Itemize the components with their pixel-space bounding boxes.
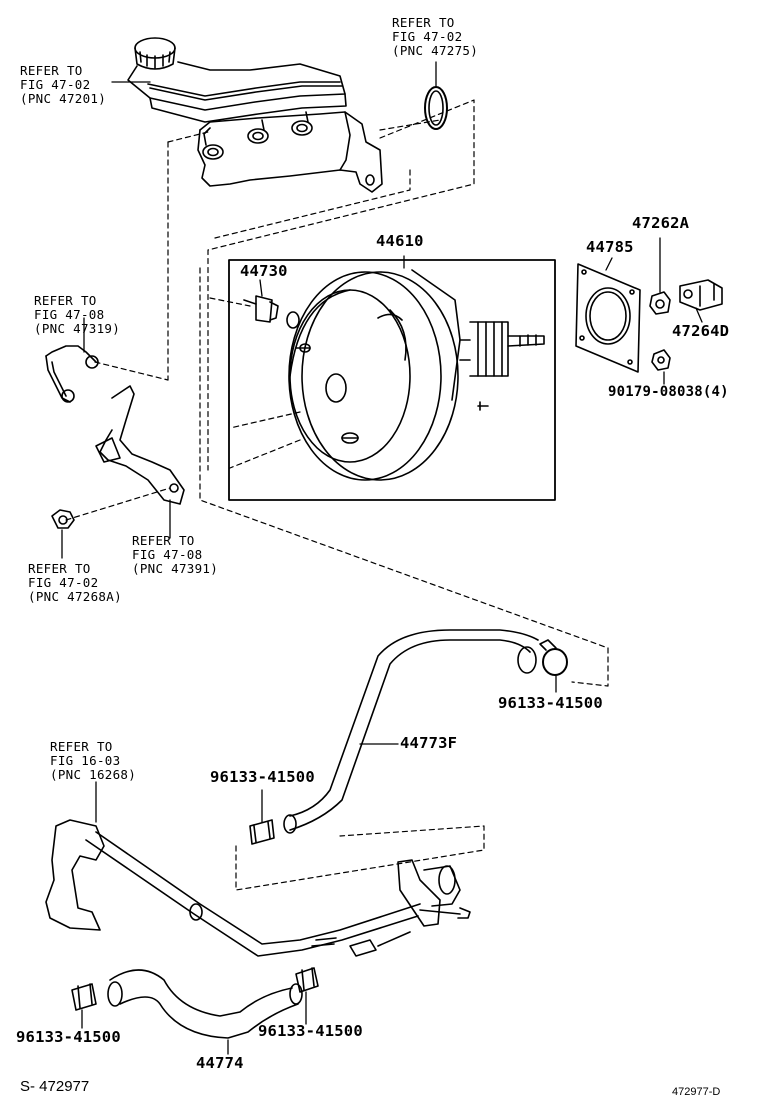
part-44610: 44610 xyxy=(376,232,424,250)
ref-47275-line2: FIG 47-02 xyxy=(392,29,463,44)
ref-47268A-line2: FIG 47-02 xyxy=(28,575,99,590)
hose-44773F xyxy=(249,629,568,845)
ref-47201-line3: (PNC 47201) xyxy=(20,91,107,106)
ref-16268-line3: (PNC 16268) xyxy=(50,767,137,782)
ref-47201-line1: REFER TO xyxy=(20,63,83,78)
figure-code: S- 472977 xyxy=(20,1078,90,1095)
dashed-lines-top xyxy=(65,99,609,687)
part-47264D: 47264D xyxy=(672,322,730,340)
ref-47275-line1: REFER TO xyxy=(392,15,455,30)
ref-47201-line2: FIG 47-02 xyxy=(20,77,91,92)
brake-booster xyxy=(243,269,545,481)
ref-47391-line3: (PNC 47391) xyxy=(132,561,219,576)
bracket-left xyxy=(45,345,185,529)
part-44730: 44730 xyxy=(240,262,288,280)
part-90179: 90179-08038(4) xyxy=(608,384,729,400)
pipe-and-hose-44774 xyxy=(45,819,471,1039)
part-96133-upper: 96133-41500 xyxy=(498,694,603,712)
ref-47275-line3: (PNC 47275) xyxy=(392,43,479,58)
part-96133-lower-left: 96133-41500 xyxy=(16,1028,121,1046)
ref-16268-line1: REFER TO xyxy=(50,739,113,754)
master-cylinder xyxy=(127,37,448,193)
ref-47319-line3: (PNC 47319) xyxy=(34,321,121,336)
booster-box xyxy=(228,259,556,501)
ref-47268A-line1: REFER TO xyxy=(28,561,91,576)
ref-16268-line2: FIG 16-03 xyxy=(50,753,121,768)
part-44774: 44774 xyxy=(196,1054,244,1072)
dashed-lines-lower xyxy=(235,825,485,891)
ref-47319-line1: REFER TO xyxy=(34,293,97,308)
part-44773F: 44773F xyxy=(400,734,458,752)
part-96133-middle: 96133-41500 xyxy=(210,768,315,786)
part-44785: 44785 xyxy=(586,238,634,256)
ref-47268A-line3: (PNC 47268A) xyxy=(28,589,122,604)
leader-lines xyxy=(61,61,703,1055)
ref-47319-line2: FIG 47-08 xyxy=(34,307,105,322)
part-47262A: 47262A xyxy=(632,214,690,232)
part-96133-lower-right: 96133-41500 xyxy=(258,1022,363,1040)
ref-47391-line2: FIG 47-08 xyxy=(132,547,203,562)
drawing-number: 472977-D xyxy=(672,1086,721,1098)
ref-47391-line1: REFER TO xyxy=(132,533,195,548)
gasket-and-clevis xyxy=(575,263,723,373)
